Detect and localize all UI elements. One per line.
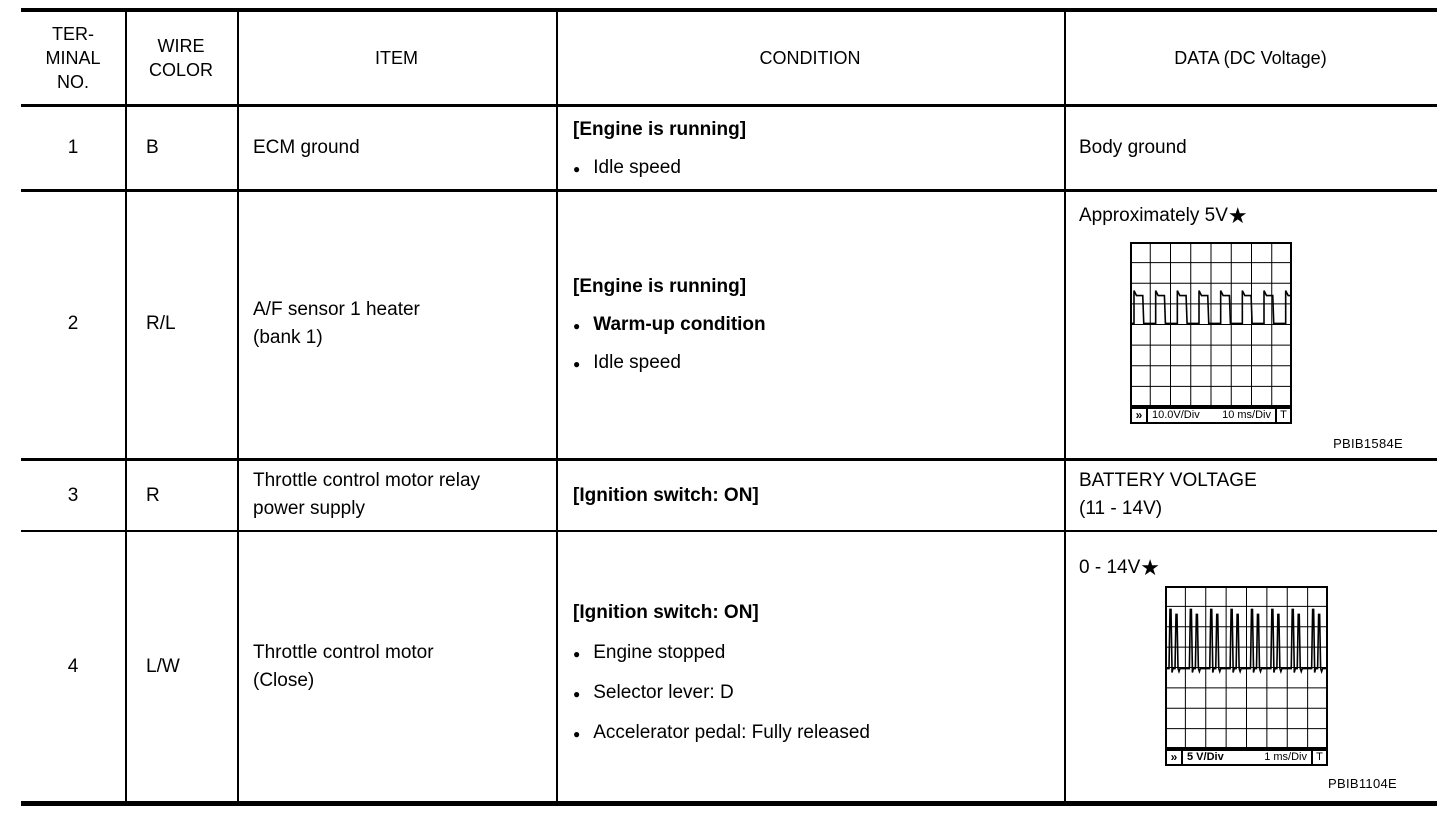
time-per-div-label: 10 ms/Div (1222, 409, 1271, 421)
bullet-icon: ● (573, 162, 581, 176)
header-data: DATA (DC Voltage) (1174, 48, 1327, 68)
terminal-no: 1 (67, 137, 79, 158)
terminal-no: 2 (67, 313, 79, 334)
bullet-text: Idle speed (593, 157, 681, 178)
bullet-text: Idle speed (593, 352, 681, 373)
condition-bullet: ● Warm-up condition (573, 312, 766, 338)
figure-id-caption: PBIB1584E (1333, 436, 1403, 451)
data-value: BATTERY VOLTAGE (11 - 14V) (1079, 470, 1257, 519)
oscilloscope-figure: » 10.0V/Div 10 ms/Div T (1130, 242, 1292, 424)
condition-heading: [Ignition switch: ON] (573, 485, 759, 506)
header-item: ITEM (375, 48, 418, 68)
bullet-icon: ● (573, 319, 581, 333)
oscilloscope-grid (1165, 586, 1328, 749)
condition-heading: [Engine is running] (573, 119, 747, 140)
trigger-label: T (1311, 751, 1326, 764)
header-condition: CONDITION (759, 48, 861, 68)
wire-color: B (146, 137, 159, 158)
bullet-text: Engine stopped (593, 642, 726, 663)
cursor-arrows-icon: » (1132, 409, 1148, 422)
item-text: ECM ground (253, 137, 360, 158)
star-icon: ★ (1227, 203, 1248, 228)
condition-bullet: ● Accelerator pedal: Fully released (573, 720, 870, 746)
time-per-div-label: 1 ms/Div (1264, 751, 1307, 763)
item-text: Throttle control motor relay power suppl… (253, 470, 481, 519)
condition-heading: [Engine is running] (573, 276, 747, 297)
trigger-label: T (1275, 409, 1290, 422)
figure-id-caption: PBIB1104E (1328, 776, 1397, 791)
condition-bullet: ● Selector lever: D (573, 680, 734, 706)
oscilloscope-grid (1130, 242, 1292, 407)
volts-per-div-label: 10.0V/Div (1152, 409, 1200, 421)
header-terminal-no: TER- MINAL NO. (45, 24, 101, 92)
condition-bullet: ● Idle speed (573, 155, 681, 181)
row2-bottom-rule (21, 458, 1437, 461)
volts-per-div-label: 5 V/Div (1187, 751, 1224, 763)
condition-bullet: ● Idle speed (573, 350, 681, 376)
item-text: A/F sensor 1 heater (bank 1) (253, 299, 420, 348)
col-divider-item-condition (556, 8, 558, 806)
terminal-no: 3 (67, 485, 79, 506)
oscilloscope-settings-bar: » 10.0V/Div 10 ms/Div T (1130, 407, 1292, 424)
star-icon: ★ (1140, 555, 1160, 580)
bullet-icon: ● (573, 727, 581, 741)
row1-bottom-rule (21, 189, 1437, 192)
data-value: 0 - 14V★ (1079, 555, 1160, 581)
oscilloscope-settings-bar: » 5 V/Div 1 ms/Div T (1165, 749, 1328, 766)
item-text: Throttle control motor (Close) (253, 642, 434, 691)
cursor-arrows-icon: » (1167, 751, 1183, 764)
data-value-text: Approximately 5V (1079, 205, 1228, 226)
bullet-icon: ● (573, 357, 581, 371)
col-divider-wire-item (237, 8, 239, 806)
bullet-text: Selector lever: D (593, 682, 734, 703)
bullet-text: Warm-up condition (593, 314, 766, 335)
condition-heading: [Ignition switch: ON] (573, 602, 759, 623)
bullet-text: Accelerator pedal: Fully released (593, 722, 870, 743)
condition-bullet: ● Engine stopped (573, 640, 725, 666)
data-value: Body ground (1079, 137, 1187, 158)
table-top-rule (21, 8, 1437, 12)
table-bottom-rule (21, 801, 1437, 806)
col-divider-terminal-wire (125, 8, 127, 806)
oscilloscope-figure: » 5 V/Div 1 ms/Div T (1165, 586, 1328, 766)
data-value-text: 0 - 14V (1079, 557, 1141, 578)
header-wire-color: WIRE COLOR (148, 36, 213, 80)
wire-color: L/W (146, 656, 180, 677)
terminal-no: 4 (67, 656, 79, 677)
row3-bottom-rule (21, 530, 1437, 532)
wire-color: R/L (146, 313, 176, 334)
bullet-icon: ● (573, 687, 581, 701)
wire-color: R (146, 485, 160, 506)
header-bottom-rule (21, 104, 1437, 107)
col-divider-condition-data (1064, 8, 1066, 806)
data-value: Approximately 5V★ (1079, 203, 1248, 229)
bullet-icon: ● (573, 647, 581, 661)
